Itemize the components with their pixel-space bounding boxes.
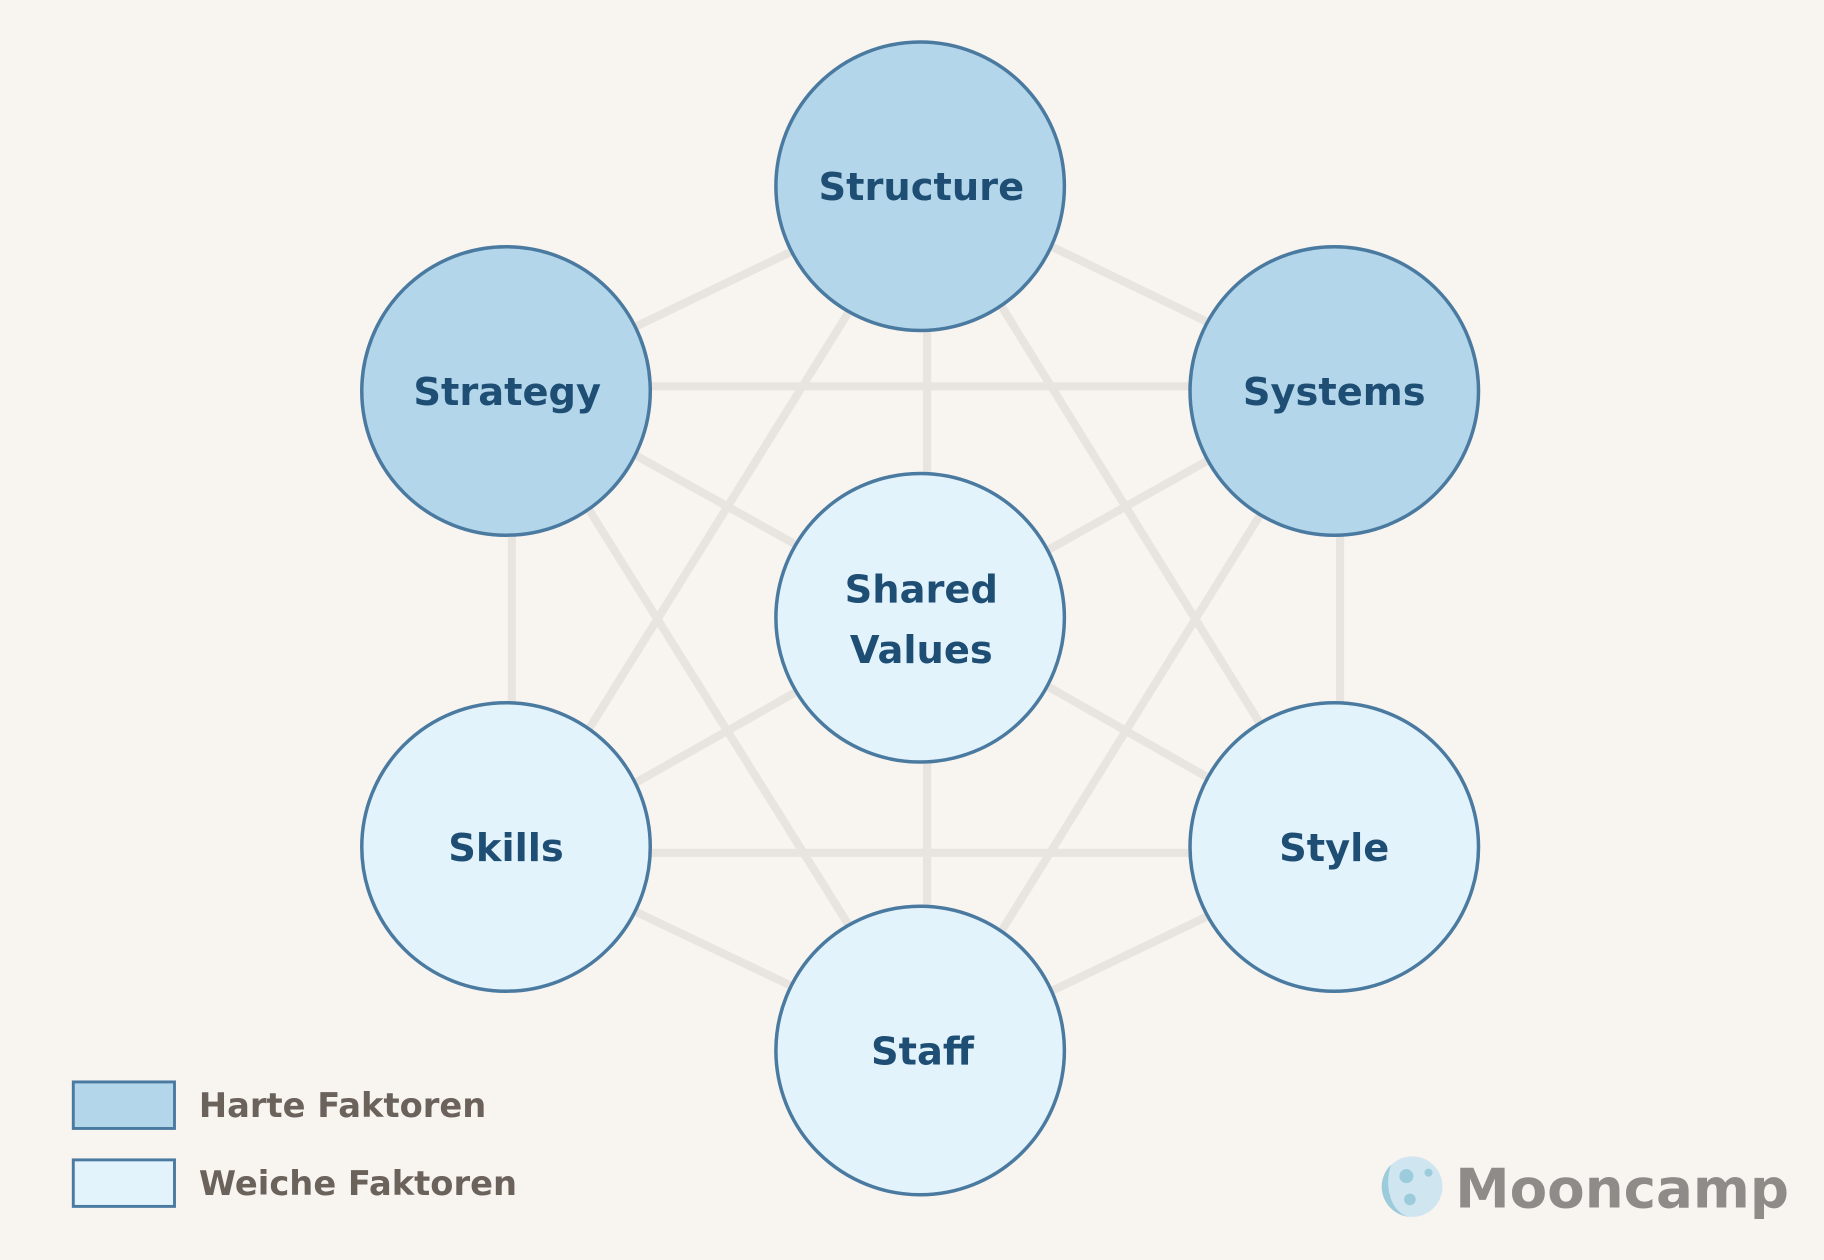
node-circle [1188,700,1481,993]
node-circle [774,471,1067,764]
node-label: Skills [448,826,563,871]
node-label-line1: Shared [845,568,998,613]
node-label: Structure [819,165,1025,210]
legend-swatch-soft [71,1158,176,1208]
node-label: Systems [1243,370,1426,415]
node-label: Strategy [413,370,601,415]
node-circle [360,700,653,993]
node-circle [1188,244,1481,537]
logo-text: Mooncamp [1455,1157,1789,1221]
node-circle [774,904,1067,1197]
legend-label-hard: Harte Faktoren [199,1086,486,1125]
mooncamp-logo: Mooncamp [1381,1156,1789,1221]
moon-icon [1381,1156,1443,1217]
node-shared-values: Shared Values [774,471,1067,764]
legend: Harte Faktoren Weiche Faktoren [71,1080,517,1208]
node-label: Staff [871,1029,975,1074]
node-staff: Staff [774,904,1067,1197]
legend-label-soft: Weiche Faktoren [199,1164,517,1203]
node-skills: Skills [360,700,653,993]
node-circle [774,40,1067,333]
legend-swatch-hard [71,1080,176,1130]
node-strategy: Strategy [360,244,653,537]
node-label: Style [1279,826,1389,871]
node-label-line2: Values [850,628,993,673]
node-circle [360,244,653,537]
node-style: Style [1188,700,1481,993]
node-systems: Systems [1188,244,1481,537]
node-structure: Structure [774,40,1067,333]
